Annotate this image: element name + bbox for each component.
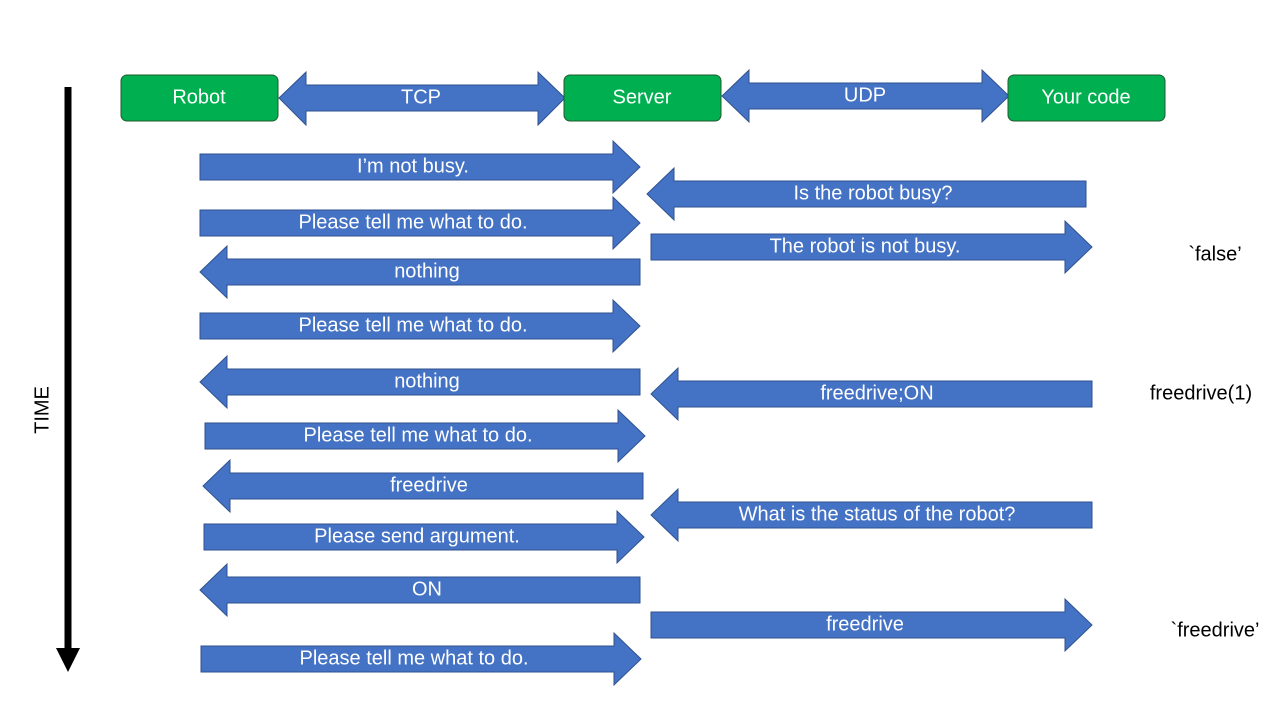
- message-label: freedrive: [390, 474, 468, 496]
- message-arrow: freedrive;ON: [650, 366, 1093, 422]
- message-arrow: freedrive: [202, 458, 644, 514]
- message-label: freedrive: [826, 613, 904, 635]
- message-arrow: freedrive: [650, 597, 1093, 653]
- message-arrow: The robot is not busy.: [650, 219, 1093, 275]
- message-label: Please tell me what to do.: [298, 314, 527, 336]
- message-label: Please tell me what to do.: [303, 424, 532, 446]
- message-label: ON: [412, 578, 442, 600]
- message-label: Is the robot busy?: [794, 182, 953, 204]
- message-arrow-shape: [199, 195, 641, 251]
- note-text: `freedrive’: [1171, 619, 1260, 641]
- link-udp-label: UDP: [844, 84, 886, 106]
- message-label: Please send argument.: [314, 525, 520, 547]
- node-your-code: Your code: [1007, 74, 1166, 122]
- message-arrow-shape: [199, 354, 641, 410]
- note-text: `false’: [1188, 243, 1241, 265]
- message-arrow: I’m not busy.: [199, 139, 641, 195]
- message-arrow-shape: [204, 408, 646, 464]
- node-server: Server: [563, 74, 722, 122]
- time-axis: TIME: [31, 87, 80, 672]
- node-server-label: Server: [613, 86, 672, 108]
- message-arrow-shape: [199, 244, 641, 300]
- message-arrow-shape: [650, 219, 1093, 275]
- node-robot-box: [120, 74, 279, 122]
- node-robot: Robot: [120, 74, 279, 122]
- message-label: The robot is not busy.: [770, 235, 961, 257]
- message-arrow: Is the robot busy?: [646, 166, 1087, 222]
- time-axis-arrowhead: [56, 648, 80, 672]
- message-arrow: Please tell me what to do.: [199, 195, 641, 251]
- message-arrow-shape: [199, 562, 641, 618]
- link-tcp-label: TCP: [401, 86, 441, 108]
- message-arrow: Please tell me what to do.: [200, 631, 642, 687]
- message-label: Please tell me what to do.: [299, 647, 528, 669]
- link-tcp: TCP: [278, 70, 566, 127]
- message-arrow-shape: [199, 298, 641, 354]
- message-arrow-shape: [203, 509, 645, 565]
- message-label: nothing: [394, 260, 460, 282]
- node-robot-label: Robot: [172, 86, 226, 108]
- time-label: TIME: [31, 386, 53, 434]
- message-arrow: nothing: [199, 244, 641, 300]
- message-arrow-shape: [650, 366, 1093, 422]
- message-label: Please tell me what to do.: [298, 211, 527, 233]
- message-arrow: Please send argument.: [203, 509, 645, 565]
- message-arrow-shape: [646, 166, 1087, 222]
- note-text: freedrive(1): [1150, 382, 1252, 404]
- message-label: I’m not busy.: [357, 155, 469, 177]
- message-label: nothing: [394, 370, 460, 392]
- message-arrow: nothing: [199, 354, 641, 410]
- message-arrow: Please tell me what to do.: [199, 298, 641, 354]
- message-arrow-shape: [200, 631, 642, 687]
- message-arrow-shape: [199, 139, 641, 195]
- message-arrow: ON: [199, 562, 641, 618]
- link-udp: UDP: [721, 68, 1010, 124]
- message-label: What is the status of the robot?: [739, 503, 1016, 525]
- node-your-code-label: Your code: [1041, 86, 1130, 108]
- message-arrow-shape: [202, 458, 644, 514]
- message-label: freedrive;ON: [820, 382, 933, 404]
- message-arrow: Please tell me what to do.: [204, 408, 646, 464]
- message-arrow-shape: [650, 597, 1093, 653]
- node-server-box: [563, 74, 722, 122]
- message-arrow: What is the status of the robot?: [650, 487, 1093, 543]
- message-arrow-shape: [650, 487, 1093, 543]
- node-your-code-box: [1007, 74, 1166, 122]
